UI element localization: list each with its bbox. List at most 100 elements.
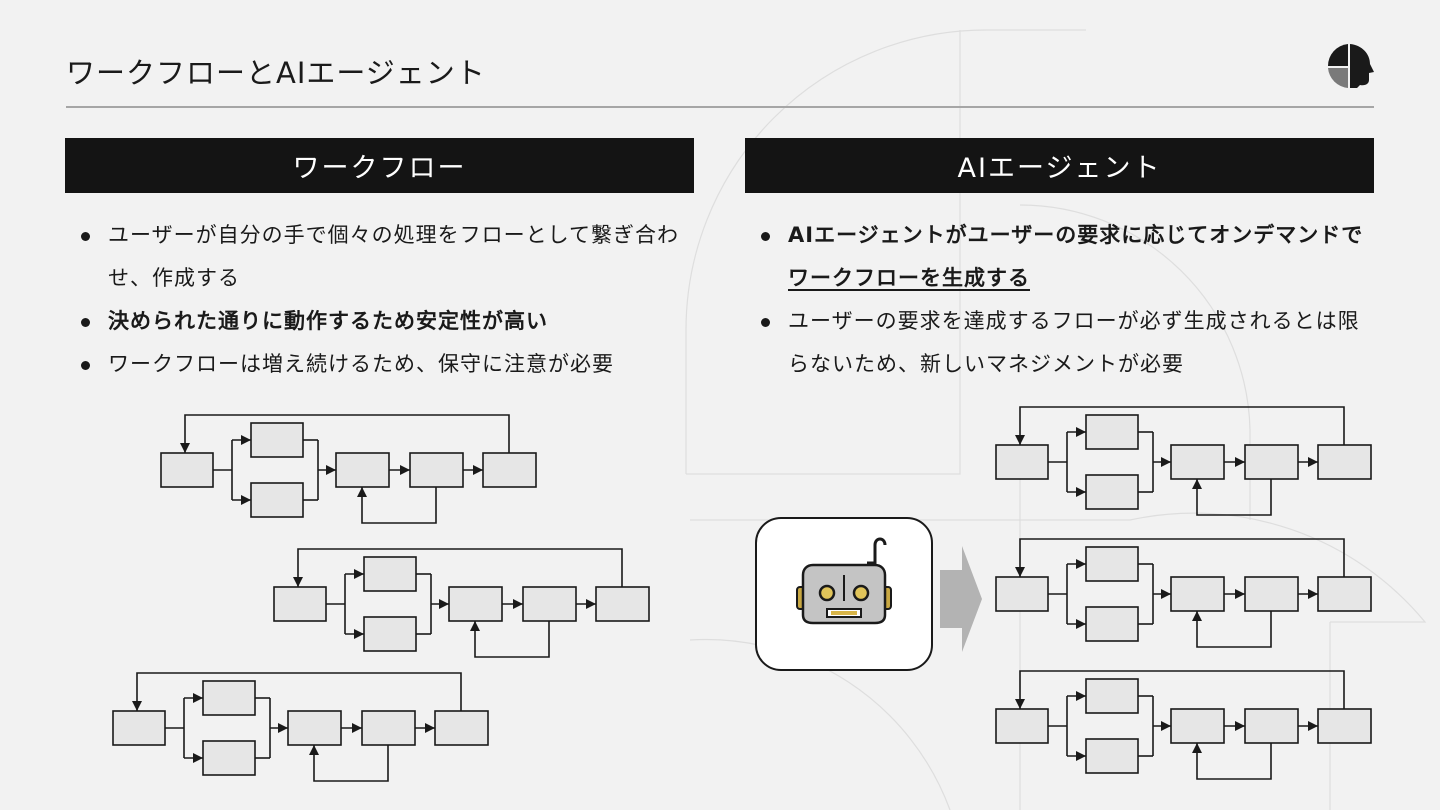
flow-arrowhead [1235,721,1245,731]
flow-node [273,586,327,622]
flow-node [482,452,537,488]
flow-node [335,452,390,488]
flow-node [287,710,342,746]
flow-arrowhead [1308,457,1318,467]
flow-arrowhead [586,599,596,609]
flow-arrowhead [357,487,367,497]
flow-connector [136,672,462,711]
ai-agent-bullet-list: AIエージェントがユーザーの要求に応じてオンデマンドでワークフローを生成する ユ… [760,214,1372,386]
flow-node [1317,708,1372,744]
flow-node [522,586,577,622]
workflow-bullet: 決められた通りに動作するため安定性が高い [80,300,680,343]
flow-node [1317,576,1372,612]
flow-arrowhead [354,629,364,639]
flow-node [995,576,1049,612]
flow-arrowhead [470,621,480,631]
brand-logo-icon [1327,44,1374,88]
flow-node [1244,576,1299,612]
workflow-bullet-list: ユーザーが自分の手で個々の処理をフローとして繋ぎ合わせ、作成する 決められた通り… [80,214,680,386]
flow-arrowhead [1192,479,1202,489]
robot-icon [796,537,892,625]
flow-connector [1196,611,1272,648]
flow-connector [1019,670,1345,709]
flow-node [1085,546,1139,582]
flow-arrowhead [193,693,203,703]
flow-node [1085,738,1139,774]
title-divider [66,106,1374,108]
flow-arrowhead [513,599,523,609]
flow-node [995,444,1049,480]
workflow-diagram [995,538,1372,648]
workflow-diagram [160,414,537,524]
flow-arrowhead [1076,487,1086,497]
flow-node [250,482,304,518]
flow-node [448,586,503,622]
flow-node [202,680,256,716]
flow-node [361,710,416,746]
flow-arrowhead [354,569,364,579]
flow-arrowhead [326,465,336,475]
flow-arrowhead [1161,589,1171,599]
robot-card [755,517,933,671]
flow-arrowhead [309,745,319,755]
flow-connector [474,621,550,658]
flow-arrowhead [1076,559,1086,569]
flow-connector [361,487,437,524]
workflow-diagram [995,406,1372,516]
flow-node [112,710,166,746]
workflow-diagram [995,670,1372,780]
flow-arrowhead [352,723,362,733]
ai-agent-bullet: ユーザーの要求を達成するフローが必ず生成されるとは限らないため、新しいマネジメン… [760,300,1372,386]
flow-arrowhead [473,465,483,475]
flow-node [1170,708,1225,744]
flow-node [1244,444,1299,480]
slide-title: ワークフローとAIエージェント [66,56,486,90]
flow-connector [1196,479,1272,516]
flow-connector [1019,538,1345,577]
flow-arrowhead [1192,611,1202,621]
flow-connector [1019,406,1345,445]
flow-node [434,710,489,746]
flow-arrowhead [425,723,435,733]
flow-node [1085,474,1139,510]
flow-arrowhead [1161,721,1171,731]
flow-arrowhead [241,495,251,505]
flow-connector [297,548,623,587]
ai-agent-bullet-text: AIエージェントがユーザーの要求に応じてオンデマンドで [788,223,1364,247]
right-arrow-icon [940,546,982,652]
flow-arrowhead [1235,457,1245,467]
flow-node [1170,444,1225,480]
flow-node [250,422,304,458]
flow-arrowhead [1015,567,1025,577]
flow-arrowhead [278,723,288,733]
workflow-diagram [273,548,650,658]
flow-node [995,708,1049,744]
ai-agent-bullet: AIエージェントがユーザーの要求に応じてオンデマンドでワークフローを生成する [760,214,1372,300]
flow-node [1170,576,1225,612]
flow-arrowhead [293,577,303,587]
flow-node [409,452,464,488]
flow-arrowhead [1076,751,1086,761]
flow-arrowhead [439,599,449,609]
flow-arrowhead [1076,427,1086,437]
workflow-bullet: ユーザーが自分の手で個々の処理をフローとして繋ぎ合わせ、作成する [80,214,680,300]
flow-arrowhead [1015,435,1025,445]
flow-arrowhead [1235,589,1245,599]
flow-node [1085,678,1139,714]
flow-node [1085,414,1139,450]
workflow-header: ワークフロー [65,138,694,193]
flow-arrowhead [132,701,142,711]
workflow-diagram [112,672,489,782]
flow-arrowhead [1308,589,1318,599]
flow-node [595,586,650,622]
ai-agent-header: AIエージェント [745,138,1374,193]
flow-arrowhead [400,465,410,475]
flow-arrowhead [1015,699,1025,709]
flow-arrowhead [1076,691,1086,701]
flow-arrowhead [1192,743,1202,753]
flow-arrowhead [180,443,190,453]
flow-node [202,740,256,776]
flow-arrowhead [193,753,203,763]
flow-node [363,616,417,652]
